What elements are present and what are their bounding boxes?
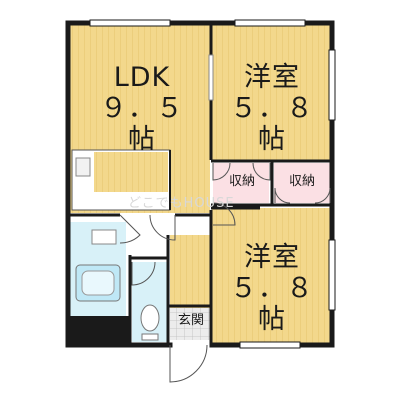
western-top-floor <box>212 25 330 161</box>
western-top-name: 洋室 <box>244 62 300 93</box>
inner-walls <box>68 23 332 345</box>
western-bottom-size: ５．８帖 <box>230 273 314 336</box>
toilet-bowl <box>140 304 160 332</box>
storage-left-label: 収納 <box>228 174 255 189</box>
entrance-floor <box>170 308 210 340</box>
western-bottom-floor <box>212 208 330 343</box>
western-top-label: 洋室 ５．８帖 <box>220 62 324 155</box>
door-swings <box>119 162 331 383</box>
hall-floor <box>170 235 211 310</box>
toilet-tank <box>141 333 159 341</box>
western-top-size: ５．８帖 <box>230 93 314 156</box>
ldk-size: ９．５帖 <box>100 93 184 156</box>
ldk-name: LDK <box>113 62 171 93</box>
wash-basin <box>91 229 117 245</box>
watermark: どこでもHOUSE <box>128 196 235 211</box>
western-bottom-label: 洋室 ５．８帖 <box>220 242 324 335</box>
sink <box>75 157 91 177</box>
western-bottom-name: 洋室 <box>244 242 300 273</box>
storage-right-floor <box>274 163 330 203</box>
sliding-door <box>208 54 214 101</box>
bathtub-inner <box>81 270 115 296</box>
storage-right-label: 収納 <box>288 174 315 189</box>
storage-left-floor <box>213 163 269 203</box>
ldk-label: LDK ９．５帖 <box>92 62 192 155</box>
windows <box>89 19 336 349</box>
kitchen-counter-inner <box>94 152 168 192</box>
structure-block <box>68 316 130 343</box>
entrance-label: 玄関 <box>177 313 204 328</box>
